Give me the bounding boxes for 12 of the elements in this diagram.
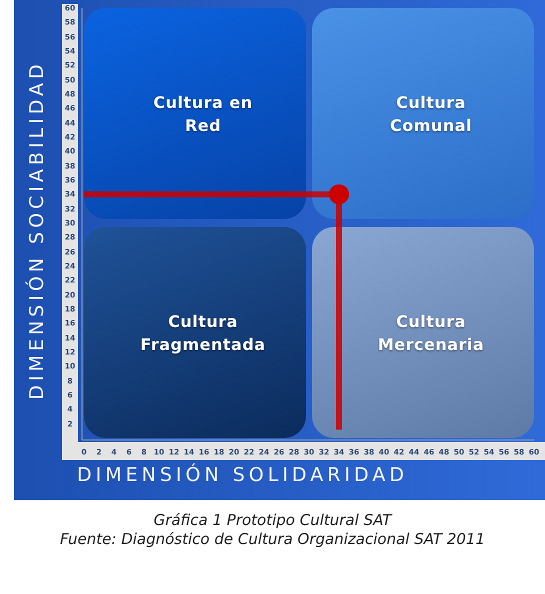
- axis-title: DIMENSIÓN SOCIABILIDAD: [24, 59, 49, 402]
- quadrant-box: [84, 8, 306, 219]
- quadrant-box: [84, 227, 306, 438]
- quadrant-box: [312, 227, 534, 438]
- quadrant-label: Cultura Comunal: [389, 92, 473, 136]
- quadrant-label: Cultura Fragmentada: [139, 310, 267, 356]
- caption: Gráfica 1 Prototipo Cultural SAT: [152, 511, 394, 530]
- axis-title: DIMENSIÓN SOLIDARIDAD: [77, 462, 408, 488]
- quadrant-label: Cultura Mercenaria: [376, 310, 486, 356]
- source-note: Fuente: Diagnóstico de Cultura Organizacional SAT 2011: [59, 530, 486, 549]
- quadrant-label: Cultura en Red: [152, 92, 254, 136]
- quadrant-box: [312, 8, 534, 219]
